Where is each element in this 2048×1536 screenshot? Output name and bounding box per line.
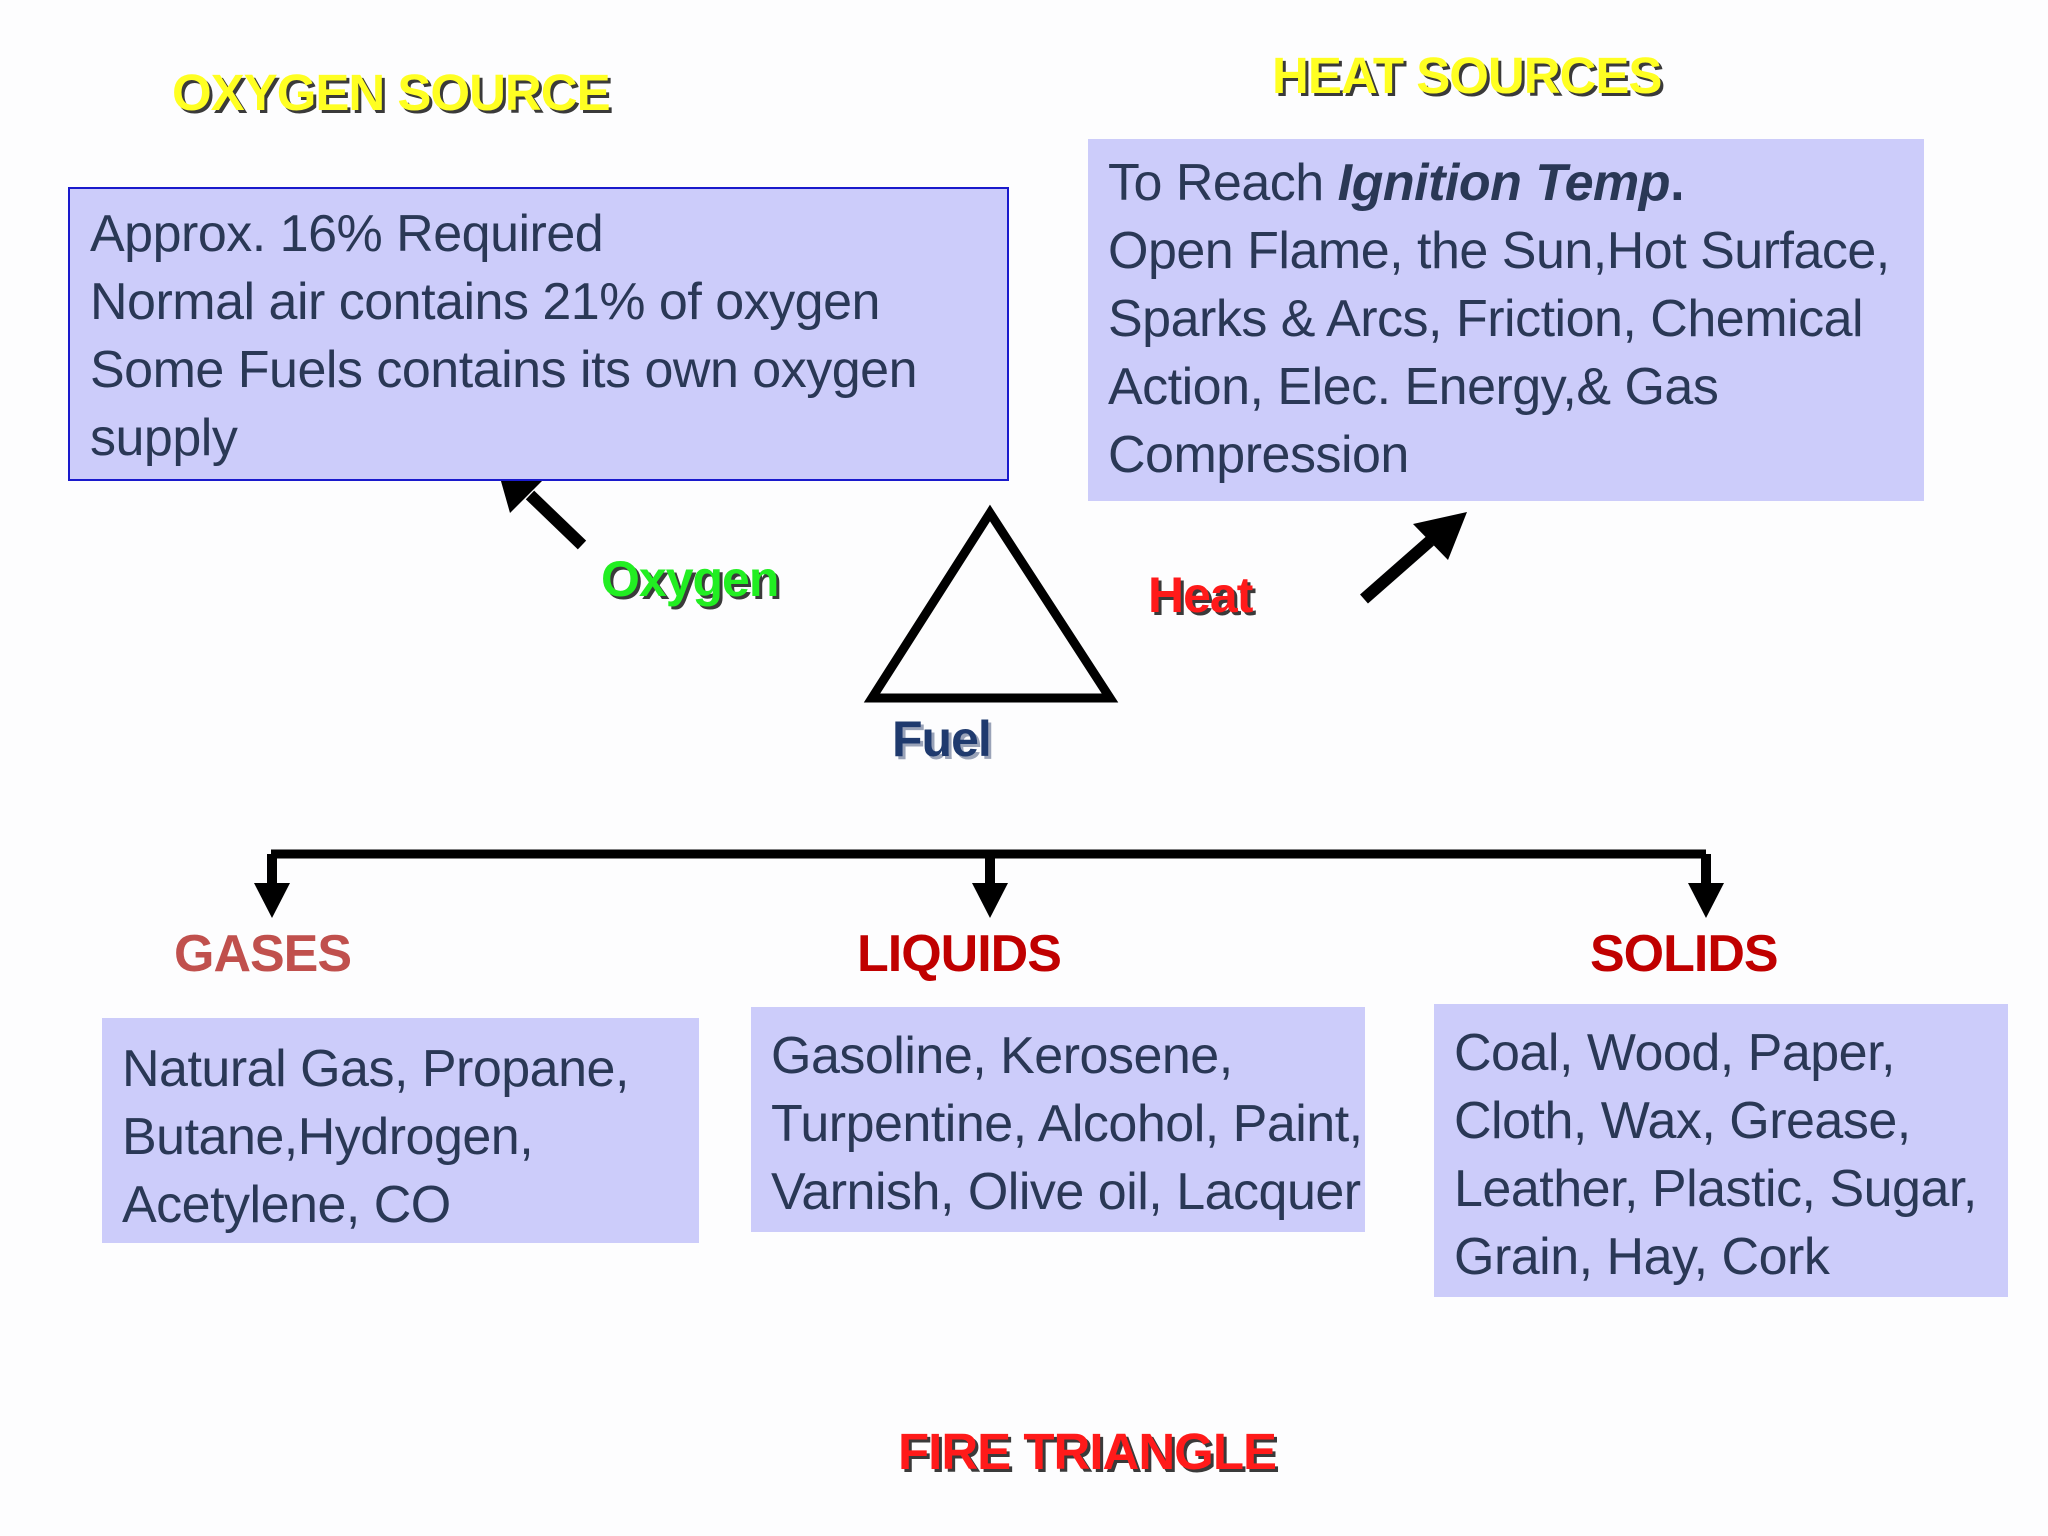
solids-item-line: Leather, Plastic, Sugar, — [1454, 1160, 1977, 1218]
branch-arrow-liquids — [972, 883, 1008, 918]
branch-arrow-solids — [1688, 883, 1724, 918]
heat-sources-heading: HEAT SOURCES — [1272, 47, 1662, 104]
oxygen-source-line: supply — [90, 409, 238, 467]
heat-label: Heat — [1148, 567, 1253, 623]
gases-item-line: Natural Gas, Propane, — [122, 1040, 629, 1098]
branch-arrow-gases — [254, 883, 290, 918]
liquids-item-line: Varnish, Olive oil, Lacquer — [771, 1163, 1361, 1221]
solids-item-line: Cloth, Wax, Grease, — [1454, 1092, 1911, 1150]
ignition-period: . — [1670, 154, 1685, 212]
ignition-temp-text: Ignition Temp — [1337, 154, 1671, 212]
liquids-label: LIQUIDS — [857, 925, 1062, 983]
heat-arrow-head — [1413, 512, 1467, 560]
fire-triangle-title: FIRE TRIANGLE — [898, 1423, 1277, 1480]
oxygen-arrow-shaft — [525, 490, 587, 550]
solids-box: Coal, Wood, Paper, Cloth, Wax, Grease, L… — [1434, 1004, 2008, 1297]
heat-ignition-line: To Reach Ignition Temp. — [1108, 149, 1924, 217]
oxygen-source-heading: OXYGEN SOURCE — [172, 64, 611, 121]
gases-label: GASES — [174, 925, 352, 983]
heat-arrow-shaft — [1360, 536, 1434, 604]
oxygen-source-line: Some Fuels contains its own oxygen — [90, 341, 917, 399]
heat-sources-box: To Reach Ignition Temp. Open Flame, the … — [1088, 139, 1924, 501]
oxygen-source-line: Normal air contains 21% of oxygen — [90, 273, 880, 331]
solids-label: SOLIDS — [1590, 925, 1779, 983]
heat-source-line: Action, Elec. Energy,& Gas — [1108, 358, 1719, 416]
solids-item-line: Coal, Wood, Paper, — [1454, 1024, 1895, 1082]
liquids-item-line: Turpentine, Alcohol, Paint, — [771, 1095, 1363, 1153]
heat-source-line: Open Flame, the Sun,Hot Surface, — [1108, 222, 1890, 280]
liquids-box: Gasoline, Kerosene, Turpentine, Alcohol,… — [751, 1007, 1365, 1232]
gases-item-line: Acetylene, CO — [122, 1176, 451, 1234]
gases-box: Natural Gas, Propane, Butane,Hydrogen, A… — [102, 1018, 699, 1243]
ignition-intro-text: To Reach — [1108, 154, 1338, 212]
oxygen-label: Oxygen — [601, 551, 779, 607]
heat-source-line: Compression — [1108, 426, 1409, 484]
oxygen-source-box: Approx. 16% Required Normal air contains… — [68, 187, 1009, 481]
fuel-label: Fuel — [892, 711, 992, 767]
liquids-item-line: Gasoline, Kerosene, — [771, 1027, 1233, 1085]
heat-source-line: Sparks & Arcs, Friction, Chemical — [1108, 290, 1864, 348]
oxygen-source-line: Approx. 16% Required — [90, 205, 604, 263]
solids-item-line: Grain, Hay, Cork — [1454, 1228, 1830, 1286]
gases-item-line: Butane,Hydrogen, — [122, 1108, 534, 1166]
fire-triangle-shape — [863, 504, 1119, 703]
